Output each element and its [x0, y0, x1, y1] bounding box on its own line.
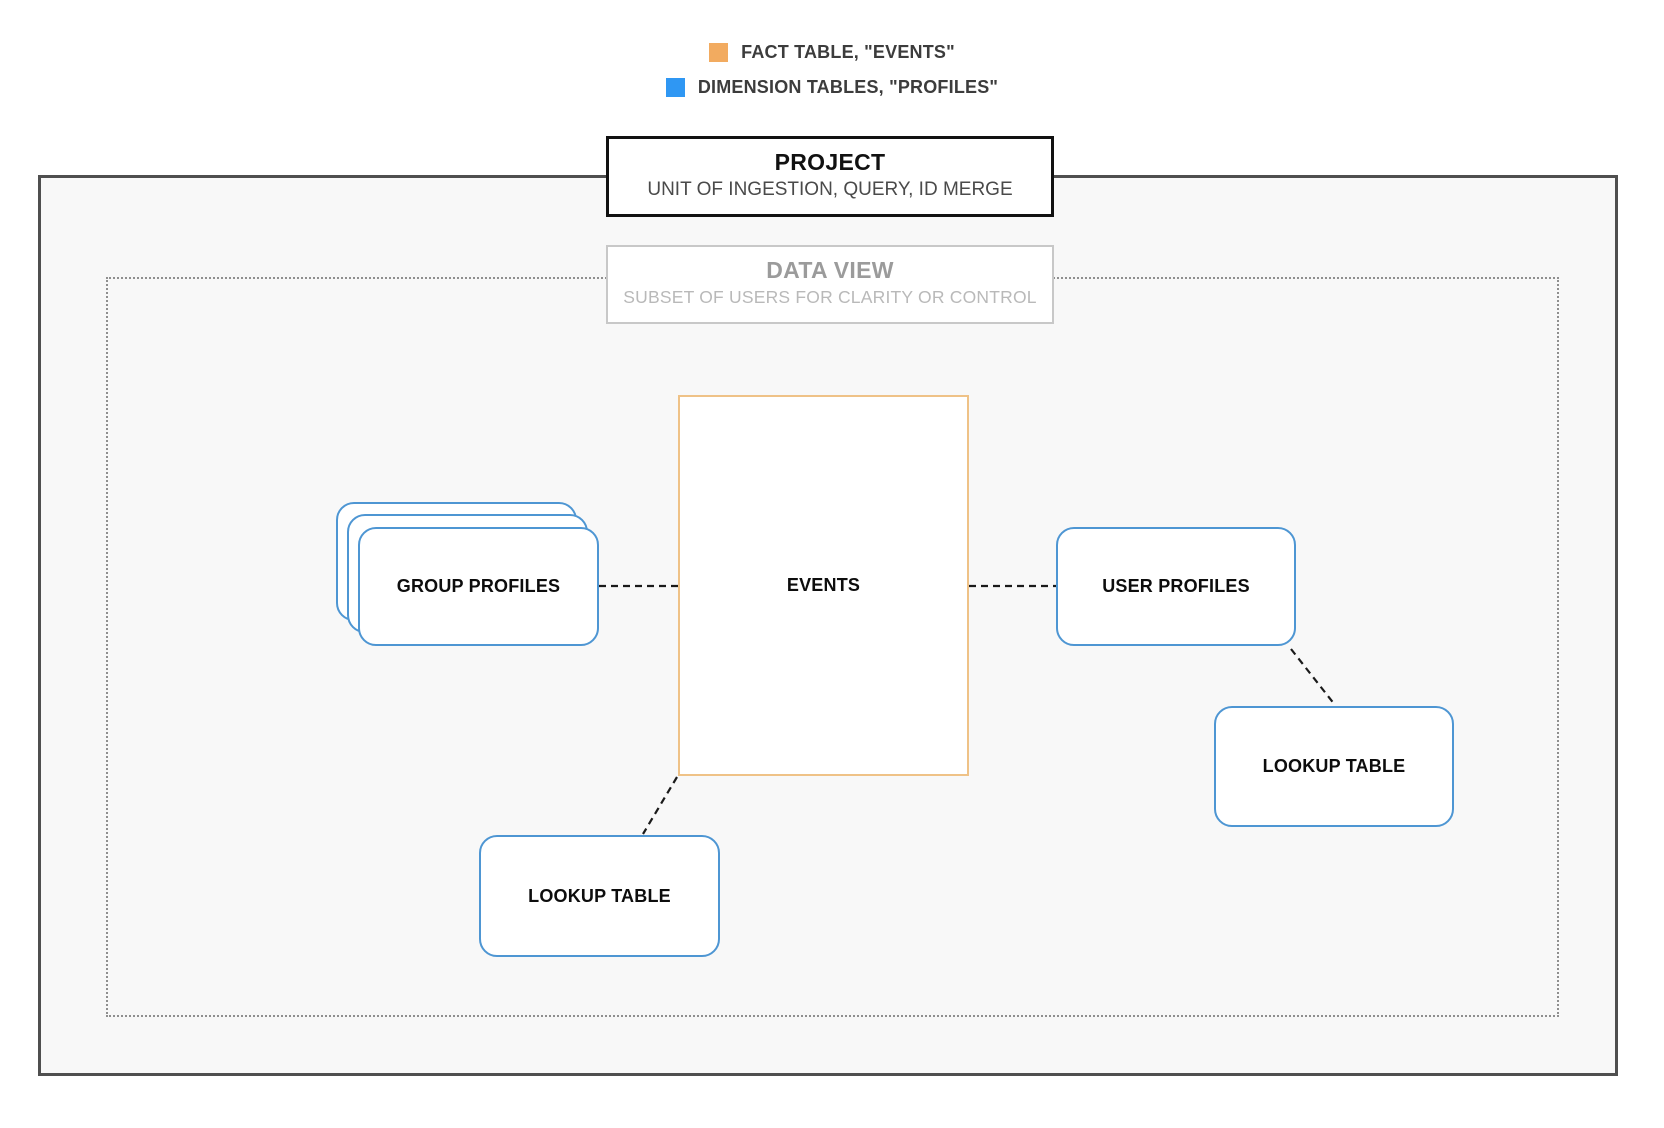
legend-item-dimension-tables: DIMENSION TABLES, "PROFILES" — [665, 77, 999, 98]
events-label: EVENTS — [786, 575, 861, 595]
project-title: PROJECT — [774, 149, 886, 175]
data-view-subtitle: SUBSET OF USERS FOR CLARITY OR CONTROL — [623, 287, 1037, 307]
lookup-table-bottom-label: LOOKUP TABLE — [528, 885, 671, 906]
connector-events-to-lookup-table-bottom — [642, 776, 678, 835]
lookup-table-right-label: LOOKUP TABLE — [1262, 756, 1406, 776]
dimension-tables-swatch-icon — [665, 78, 685, 97]
legend-label-fact-table: FACT TABLE, "EVENTS" — [741, 42, 955, 62]
data-view-title: DATA VIEW — [766, 257, 894, 283]
legend-label-dimension-tables: DIMENSION TABLES, "PROFILES" — [697, 77, 999, 97]
project-header-box: PROJECT UNIT OF INGESTION, QUERY, ID MER… — [606, 136, 1054, 217]
lookup-table-right-node: LOOKUP TABLE — [1214, 706, 1454, 827]
legend-item-fact-table: FACT TABLE, "EVENTS" — [709, 42, 955, 63]
user-profiles-node: USER PROFILES — [1056, 527, 1296, 646]
group-profiles-node: GROUP PROFILES — [358, 527, 599, 646]
connector-user-profiles-to-lookup-table-right — [1290, 648, 1336, 706]
fact-table-swatch-icon — [709, 43, 729, 62]
events-node: EVENTS — [678, 395, 969, 776]
lookup-table-bottom-node: LOOKUP TABLE — [479, 835, 720, 957]
project-subtitle: UNIT OF INGESTION, QUERY, ID MERGE — [647, 179, 1013, 200]
user-profiles-label: USER PROFILES — [1102, 576, 1250, 596]
legend: FACT TABLE, "EVENTS" DIMENSION TABLES, "… — [0, 42, 1664, 98]
group-profiles-label: GROUP PROFILES — [396, 576, 561, 596]
data-view-header-box: DATA VIEW SUBSET OF USERS FOR CLARITY OR… — [606, 245, 1054, 324]
